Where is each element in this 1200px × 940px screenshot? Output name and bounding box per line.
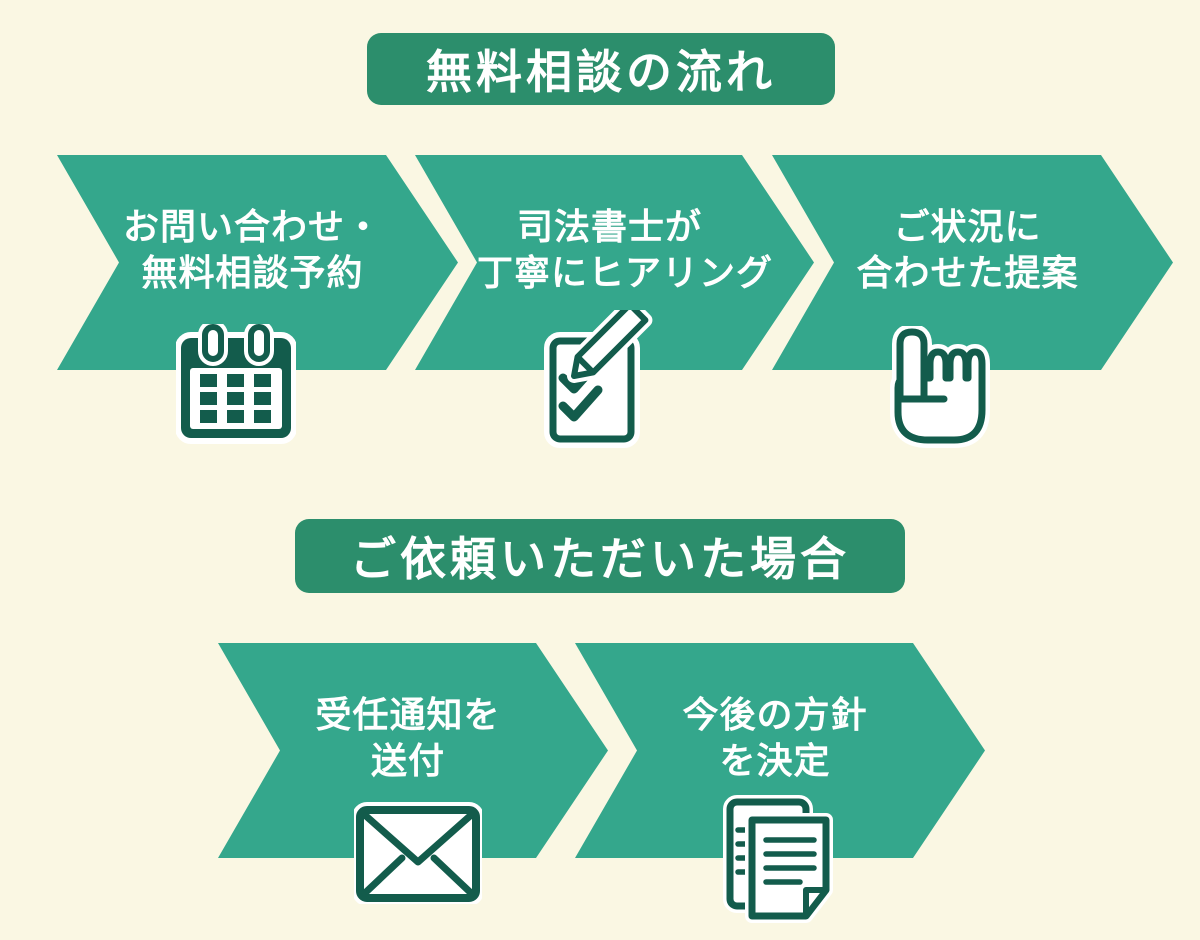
flow-step-arrow-proposal: ご状況に 合わせた提案	[772, 155, 1173, 370]
pointing-hand-icon	[890, 326, 990, 448]
envelope-icon	[354, 802, 482, 904]
step-label: ご状況に 合わせた提案	[834, 205, 1101, 297]
section-title-badge-engagement: ご依頼いただいた場合	[295, 519, 905, 593]
step-label-line: 今後の方針	[682, 695, 868, 736]
step-label: お問い合わせ・ 無料相談予約	[119, 205, 386, 297]
section-title-badge-consultation: 無料相談の流れ	[367, 33, 835, 105]
step-label-line: を決定	[719, 741, 831, 782]
checklist-pencil-icon	[544, 310, 653, 448]
step-label: 受任通知を 送付	[280, 693, 536, 785]
step-label-line: 受任通知を	[315, 695, 501, 736]
calendar-icon	[176, 324, 296, 444]
documents-icon	[723, 795, 833, 923]
step-label-line: 丁寧にヒアリング	[477, 253, 774, 294]
step-label-line: 合わせた提案	[856, 253, 1079, 294]
flow-step-arrow-notice: 受任通知を 送付	[218, 643, 608, 858]
step-label: 今後の方針 を決定	[637, 693, 913, 785]
step-label: 司法書士が 丁寧にヒアリング	[477, 205, 742, 297]
step-label-line: お問い合わせ・	[122, 207, 382, 248]
flow-step-arrow-hearing: 司法書士が 丁寧にヒアリング	[415, 155, 814, 370]
step-label-line: 送付	[370, 741, 445, 782]
step-label-line: 司法書士が	[516, 207, 702, 248]
step-label-line: ご状況に	[893, 207, 1042, 248]
step-label-line: 無料相談予約	[141, 253, 364, 294]
